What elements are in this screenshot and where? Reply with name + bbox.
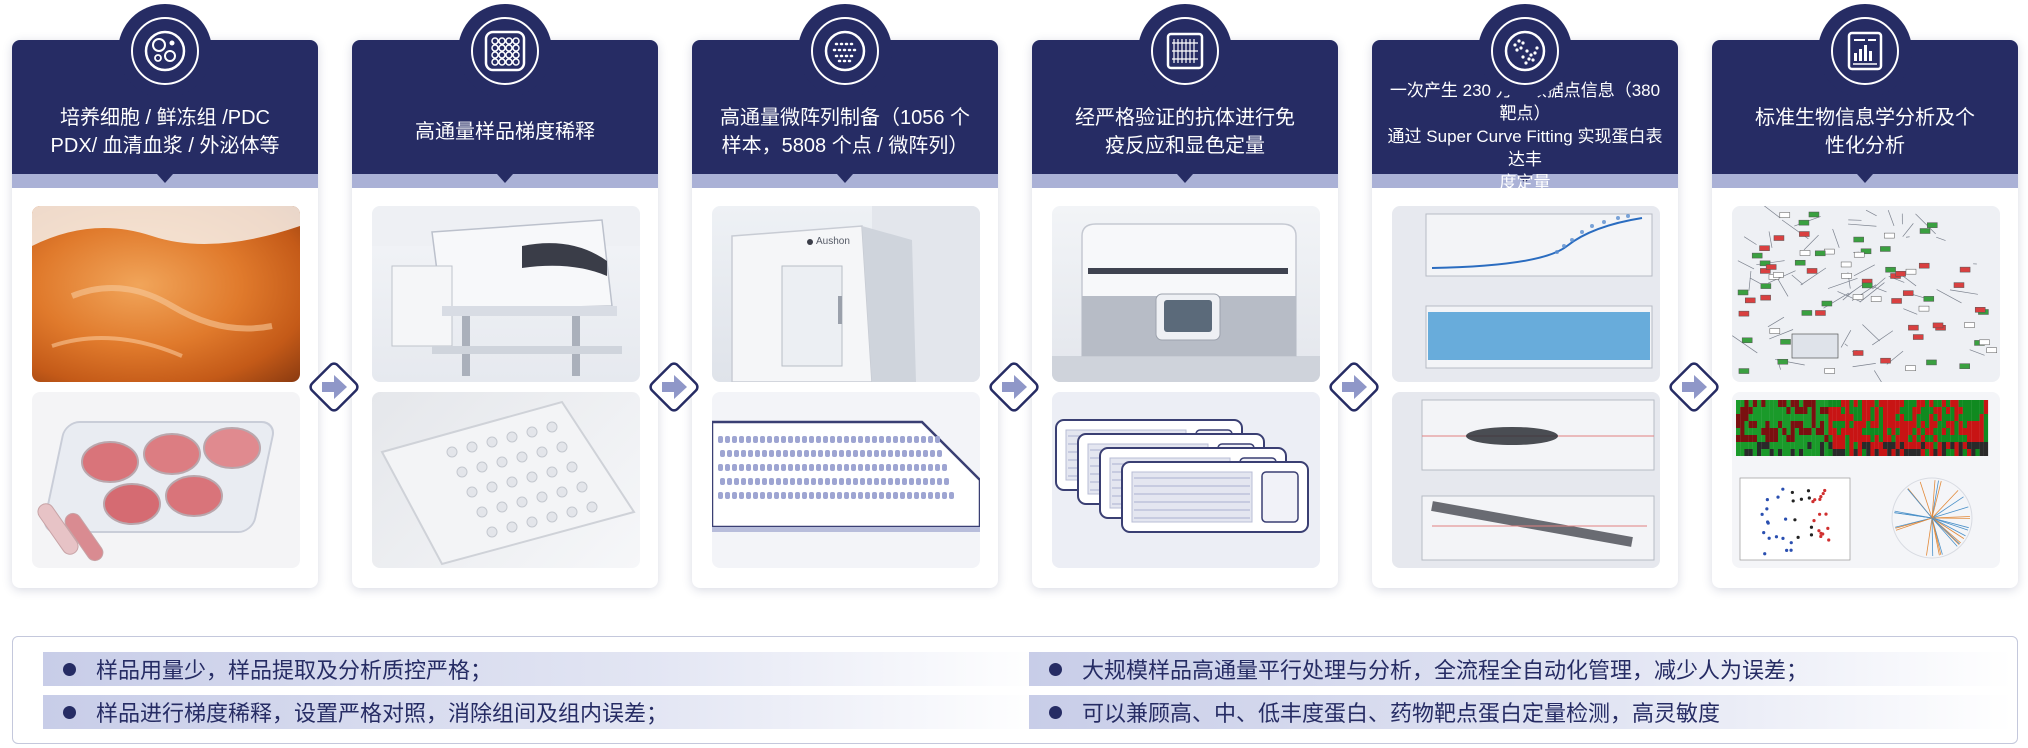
step-title: 培养细胞 / 鲜冻组 /PDC PDX/ 血清血浆 / 外泌体等 (50, 107, 280, 157)
step-header: 高通量微阵列制备（1056 个 样本，5808 个点 / 微阵列） (692, 40, 998, 188)
step-title: 一次产生 230 万个数据点信息（380 靶点） 通过 Super Curve … (1387, 80, 1663, 192)
step-card-2: 高通量样品梯度稀释 (352, 4, 658, 588)
bullet-icon (1049, 705, 1062, 719)
heatmap-volcano-image (1732, 392, 2000, 568)
flow-arrow-icon (989, 362, 1039, 412)
well-plate-icon (484, 30, 526, 72)
feature-item: 可以兼顾高、中、低丰度蛋白、药物靶点蛋白定量检测，高灵敏度 (1029, 695, 2013, 729)
bullet-icon (1049, 662, 1062, 676)
flow-arrow-icon (1329, 362, 1379, 412)
feature-item: 样品进行梯度稀释，设置严格对照，消除组间及组内误差； (43, 695, 1043, 729)
step-card-6: 标准生物信息学分析及个 性化分析 (1712, 4, 2018, 588)
feature-item: 样品用量少，样品提取及分析质控严格； (43, 652, 1043, 686)
bullet-icon (63, 705, 76, 719)
step-badge (118, 4, 212, 98)
flow-arrow-icon (649, 362, 699, 412)
step-card-3: 高通量微阵列制备（1056 个 样本，5808 个点 / 微阵列） Aus (692, 4, 998, 588)
bullet-icon (63, 662, 76, 676)
pathway-map-image (1732, 206, 2000, 382)
arrayer-photo: Aushon (712, 206, 980, 382)
step-badge (1478, 4, 1572, 98)
feature-item: 大规模样品高通量平行处理与分析，全流程全自动化管理，减少人为误差； (1029, 652, 2013, 686)
imager-photo (1052, 206, 1320, 382)
curve-fitting-plot-image (1392, 206, 1660, 382)
step-card-5: 一次产生 230 万个数据点信息（380 靶点） 通过 Super Curve … (1372, 4, 1678, 588)
report-chart-icon (1847, 31, 1883, 71)
slide-grid-icon (1166, 32, 1204, 70)
feature-text: 可以兼顾高、中、低丰度蛋白、药物靶点蛋白定量检测，高灵敏度 (1082, 701, 1721, 726)
step-card-1: 培养细胞 / 鲜冻组 /PDC PDX/ 血清血浆 / 外泌体等 (12, 4, 318, 588)
step-badge (1138, 4, 1232, 98)
step-title: 高通量微阵列制备（1056 个 样本，5808 个点 / 微阵列） (719, 107, 971, 157)
dot-sphere-icon (1504, 30, 1546, 72)
step-title: 标准生物信息学分析及个 性化分析 (1755, 107, 1975, 157)
slide-stack-illustration (1052, 392, 1320, 568)
cell-dish-icon (144, 30, 186, 72)
step-title: 经严格验证的抗体进行免 疫反应和显色定量 (1075, 107, 1295, 157)
flow-arrow-icon (1669, 362, 1719, 412)
step-badge (1818, 4, 1912, 98)
well-plate-photo (372, 392, 640, 568)
step-header: 标准生物信息学分析及个 性化分析 (1712, 40, 2018, 188)
culture-dish-photo (32, 392, 300, 568)
liquid-handler-photo (372, 206, 640, 382)
instrument-brand-label: Aushon (816, 236, 850, 247)
residual-plot-image (1392, 392, 1660, 568)
step-title: 高通量样品梯度稀释 (415, 121, 595, 143)
flow-arrow-icon (309, 362, 359, 412)
step-badge (798, 4, 892, 98)
tissue-photo (32, 206, 300, 382)
microarray-icon (824, 30, 866, 72)
feature-text: 样品用量少，样品提取及分析质控严格； (96, 658, 493, 683)
features-panel: 样品用量少，样品提取及分析质控严格； 大规模样品高通量平行处理与分析，全流程全自… (12, 636, 2018, 744)
step-header: 一次产生 230 万个数据点信息（380 靶点） 通过 Super Curve … (1372, 40, 1678, 192)
step-badge (458, 4, 552, 98)
feature-text: 样品进行梯度稀释，设置严格对照，消除组间及组内误差； (96, 701, 669, 726)
microarray-slide-illustration (712, 392, 980, 568)
step-card-4: 经严格验证的抗体进行免 疫反应和显色定量 (1032, 4, 1338, 588)
feature-text: 大规模样品高通量平行处理与分析，全流程全自动化管理，减少人为误差； (1082, 658, 1809, 683)
